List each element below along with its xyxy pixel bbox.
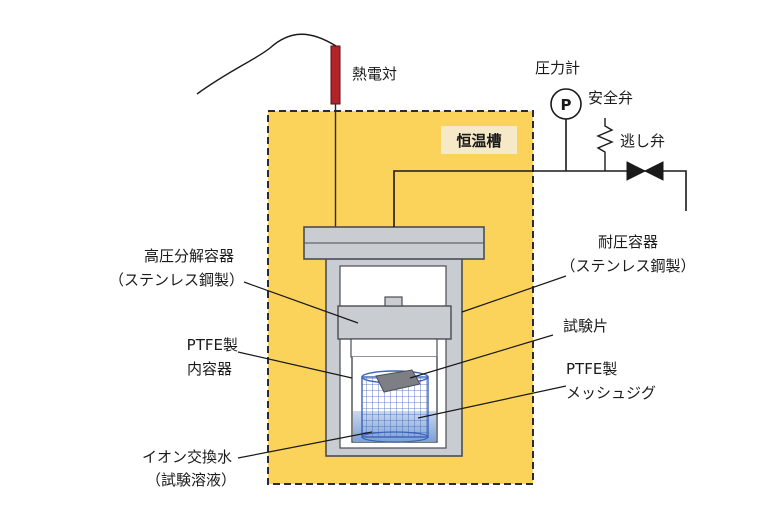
pressure-gauge-label: 圧力計 <box>535 59 580 77</box>
test-piece <box>375 369 421 393</box>
decomposition-vessel-label-2: （ステンレス鋼製） <box>109 271 244 289</box>
leader-mesh-jig <box>417 385 567 419</box>
test-piece-label: 試験片 <box>563 317 608 335</box>
decomposition-vessel-label-1: 高圧分解容器 <box>144 247 234 265</box>
decomposition-vessel-knob <box>384 296 403 307</box>
ptfe-inner-label-1: PTFE製 <box>187 336 238 354</box>
thermocouple-wire <box>196 33 337 95</box>
pressure-vessel-label-1: 耐圧容器 <box>598 233 658 251</box>
gas-pipe <box>393 170 687 227</box>
relief-valve <box>626 161 664 181</box>
pressure-gauge-symbol: P <box>561 96 572 114</box>
ptfe-lid <box>350 338 438 358</box>
mesh-jig-bottom <box>361 431 429 443</box>
thermocouple-label: 熱電対 <box>352 65 397 83</box>
ptfe-mesh-label-2: メッシュジグ <box>566 384 656 402</box>
leader-ptfe-inner <box>237 351 353 379</box>
leader-water <box>237 431 373 459</box>
safety-valve-label: 安全弁 <box>588 89 633 107</box>
relief-valve-label: 逃し弁 <box>620 132 665 150</box>
thermocouple-probe <box>330 45 341 105</box>
leader-test-piece <box>409 334 554 379</box>
ptfe-mesh-label-1: PTFE製 <box>566 360 617 378</box>
ptfe-inner-label-2: 内容器 <box>187 360 232 378</box>
pressure-vessel-label-2: （ステンレス鋼製） <box>560 257 695 275</box>
leader-decomposition-vessel <box>243 281 359 324</box>
chamber-label: 恒温槽 <box>456 132 501 150</box>
chamber-label-box <box>441 126 517 154</box>
pressure-gauge <box>550 88 582 120</box>
leader-pressure-vessel <box>461 275 567 313</box>
water-label-1: イオン交換水 <box>142 448 232 466</box>
safety-valve-spring <box>596 118 614 171</box>
water-label-2: （試験溶液） <box>146 471 236 489</box>
